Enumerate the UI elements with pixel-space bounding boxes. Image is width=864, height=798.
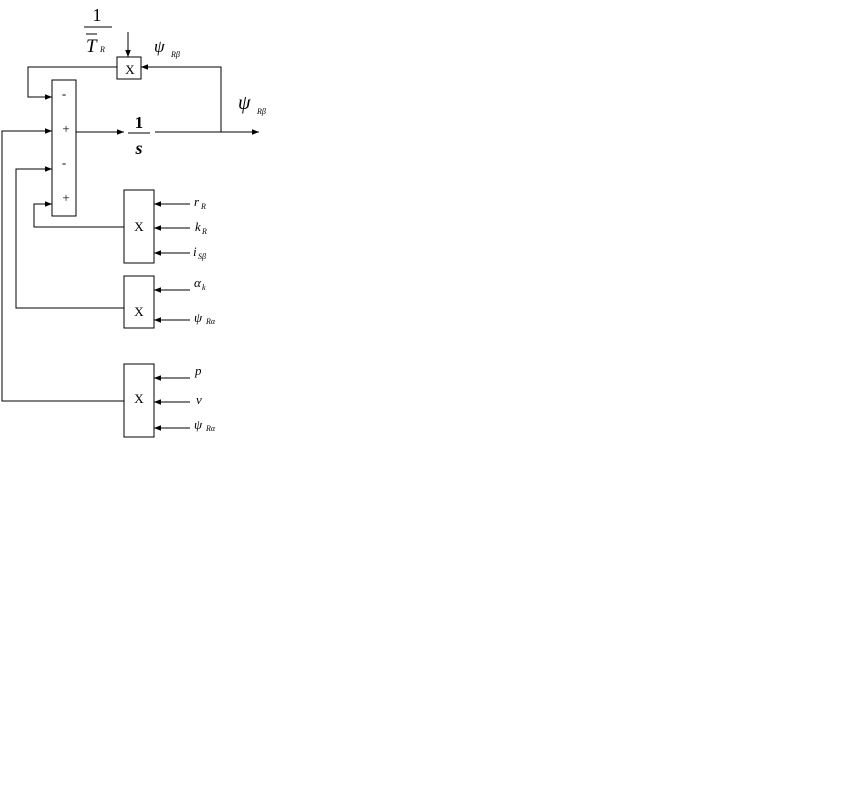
top-multiplier-input-label: ψ Rβ bbox=[154, 37, 180, 59]
top-multiplier-to-summer-line bbox=[27, 66, 117, 100]
multiplier-3-input-1-symbol: p bbox=[194, 363, 202, 378]
coefficient-symbol: T bbox=[86, 36, 98, 57]
output-subscript: Rβ bbox=[256, 107, 266, 116]
multiplier-3-input-3-subscript: Rα bbox=[205, 424, 216, 433]
integrator-block: 1 s bbox=[128, 113, 150, 158]
summer-sign-1: - bbox=[62, 86, 66, 101]
multiplier-2-to-summer-line bbox=[15, 166, 124, 309]
top-input-subscript: Rβ bbox=[170, 50, 180, 59]
multiplier-1-input-3-subscript: Sβ bbox=[198, 252, 206, 261]
multiplier-3-label: X bbox=[134, 391, 144, 406]
top-input-symbol: ψ bbox=[154, 37, 165, 56]
multiplier-1-input-3-symbol: i bbox=[193, 244, 197, 259]
coefficient-one-over-tr: 1 T R bbox=[84, 5, 112, 57]
summer-sign-4: + bbox=[62, 190, 69, 205]
multiplier-1-input-2-symbol: k bbox=[195, 219, 201, 234]
multiplier-3-input-3-symbol: ψ bbox=[194, 417, 203, 432]
coefficient-numerator: 1 bbox=[93, 5, 102, 25]
output-feedback-line bbox=[141, 64, 222, 132]
integrator-numerator: 1 bbox=[135, 113, 144, 132]
output-symbol: ψ bbox=[238, 92, 251, 114]
multiplier-2-input-1-symbol: α bbox=[194, 275, 202, 290]
multiplier-1-input-2-subscript: R bbox=[201, 227, 207, 236]
multiplier-2-input-2-subscript: Rα bbox=[205, 317, 216, 326]
integrator-denominator: s bbox=[134, 138, 142, 158]
summer-sign-3: - bbox=[62, 155, 66, 170]
summer-sign-2: + bbox=[62, 121, 69, 136]
summing-junction bbox=[51, 79, 77, 217]
multiplier-2-input-1-subscript: k bbox=[202, 283, 206, 292]
multiplier-2-input-2-symbol: ψ bbox=[194, 310, 203, 325]
coefficient-subscript: R bbox=[99, 45, 105, 54]
multiplier-1-input-1-subscript: R bbox=[200, 202, 206, 211]
top-multiplier-label: X bbox=[125, 62, 135, 77]
multiplier-1-to-summer-line bbox=[33, 201, 124, 228]
multiplier-1-input-1-symbol: r bbox=[194, 194, 200, 209]
multiplier-3-input-2-symbol: ν bbox=[196, 392, 202, 407]
multiplier-2-block bbox=[123, 275, 155, 329]
output-label: ψ Rβ bbox=[238, 92, 266, 116]
multiplier-3-block bbox=[123, 363, 155, 438]
multiplier-2-label: X bbox=[134, 304, 144, 319]
multiplier-3-to-summer-line bbox=[1, 128, 124, 402]
multiplier-1-label: X bbox=[134, 219, 144, 234]
